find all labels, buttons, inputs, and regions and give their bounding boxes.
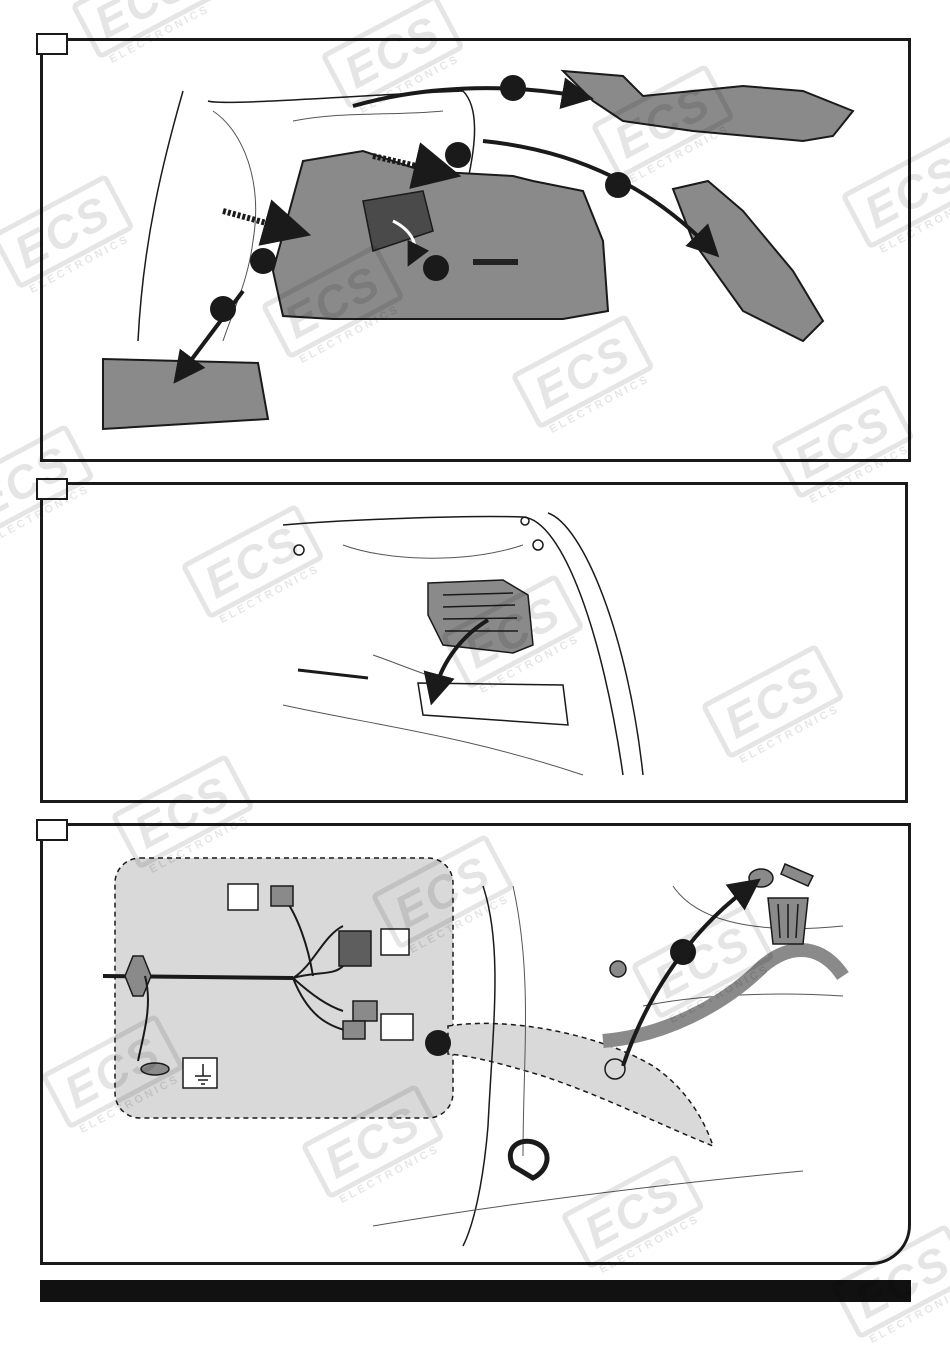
ground-eyelet: [140, 1062, 170, 1076]
car-body-outline: [512, 885, 526, 1157]
connector-icon: [270, 885, 294, 907]
arrow-icon: [222, 199, 312, 246]
ground-wire: [137, 975, 149, 1062]
trim-label-strip: [473, 259, 518, 265]
step-marker-icon: [423, 255, 449, 281]
step-2-panel: [40, 482, 908, 803]
step-marker-icon: [425, 1030, 451, 1056]
side-cover: [427, 579, 534, 654]
pillar-trim-part: [671, 179, 825, 343]
label-box: [380, 928, 410, 956]
step-marker-icon: [210, 296, 236, 322]
callout-area: [447, 1022, 715, 1148]
ground-symbol-icon: [195, 1064, 211, 1085]
plug-hole: [604, 1058, 626, 1080]
cover-removal-illustration: [282, 512, 644, 776]
arrow-icon: [392, 219, 430, 267]
cover-vent-lines: [442, 592, 518, 632]
connector-icon: [342, 1020, 366, 1040]
arrow-icon: [621, 878, 761, 1067]
step-3-panel: [40, 823, 911, 1265]
step-marker-icon: [500, 75, 526, 101]
clip-icon: [293, 544, 305, 556]
step-2-tab: [36, 478, 68, 500]
car-body-outline: [547, 512, 644, 776]
connector-icon: [352, 1000, 378, 1022]
step-marker-icon: [605, 172, 631, 198]
bin-lid: [780, 863, 815, 887]
step-1-tab: [36, 33, 68, 55]
storage-tray: [417, 682, 569, 726]
sill-trim-part: [102, 357, 270, 431]
side-trim-panel: [271, 149, 610, 320]
harness-inset: [114, 857, 454, 1119]
car-floor-outline: [282, 704, 584, 776]
trash-bin-icon: [767, 897, 809, 945]
arrow-icon: [423, 618, 490, 706]
hose: [602, 943, 849, 1048]
cap-icon: [748, 868, 774, 888]
tie-down-ring: [508, 1138, 550, 1181]
branch-wires: [292, 925, 349, 1032]
step-marker-icon: [670, 939, 696, 965]
car-floor-outline: [372, 1170, 804, 1227]
footer-bar: [40, 1280, 911, 1302]
trim-removal-illustration: [102, 69, 855, 431]
step-3-tab: [36, 819, 68, 841]
grommet-icon: [124, 955, 152, 997]
trim-label-strip: [297, 668, 369, 680]
trim-cover-lid: [362, 190, 434, 252]
upper-trim-part: [560, 69, 855, 143]
label-box: [227, 883, 259, 911]
connector-icon: [338, 930, 372, 967]
arrow-icon: [352, 77, 594, 110]
car-body-outline: [462, 885, 496, 1247]
wiring-illustration: [102, 857, 849, 1247]
step-marker-icon: [250, 248, 276, 274]
label-box: [182, 1057, 218, 1089]
step-1-panel: [40, 38, 911, 462]
arrow-icon: [372, 142, 462, 189]
step-marker-icon: [445, 142, 471, 168]
bolt-icon: [609, 960, 627, 978]
label-box: [380, 1013, 414, 1041]
clip-icon: [532, 539, 544, 551]
clip-icon: [520, 516, 530, 526]
